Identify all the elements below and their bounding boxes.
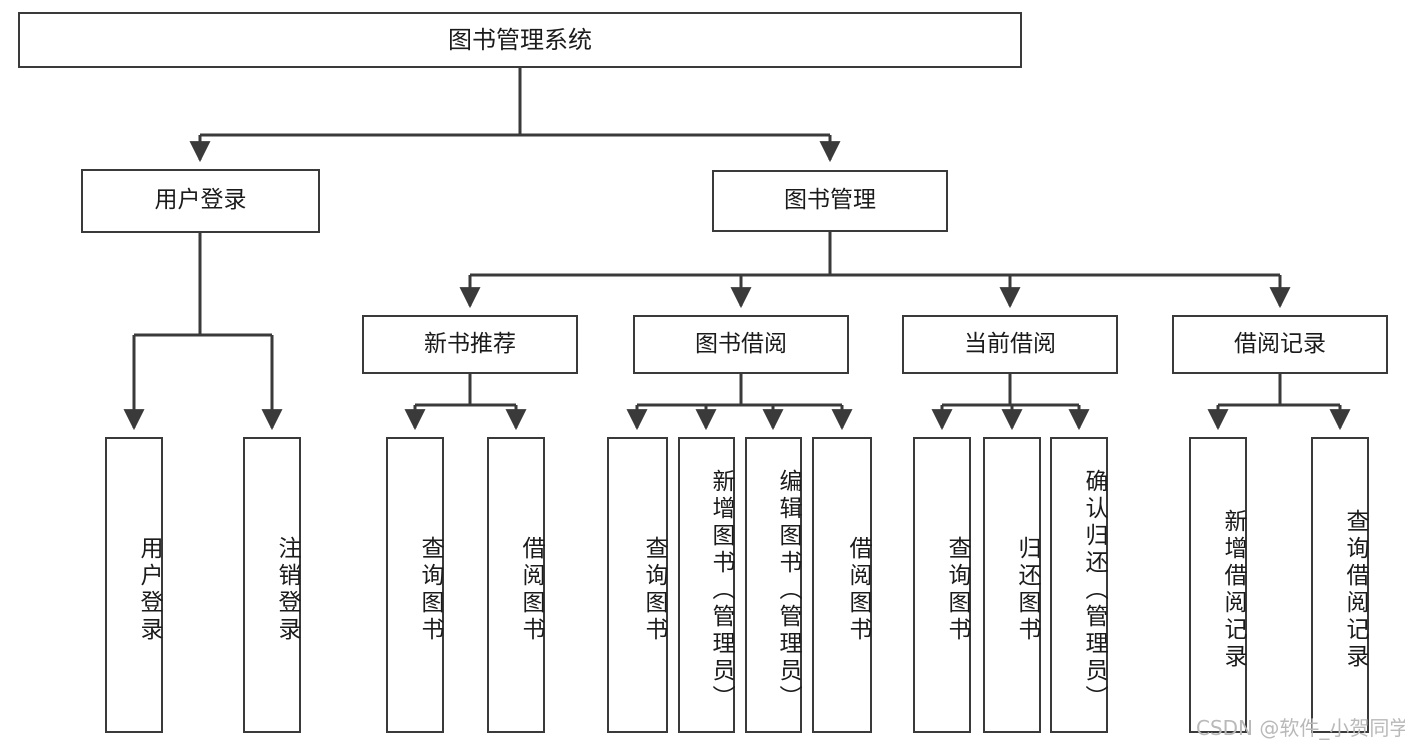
node-leaf-borrow-book-2[interactable]: 借阅图书 <box>812 437 872 733</box>
node-leaf-query-book-2[interactable]: 查询图书 <box>607 437 668 733</box>
node-leaf-borrow-book-1[interactable]: 借阅图书 <box>487 437 545 733</box>
node-current-borrow[interactable]: 当前借阅 <box>902 315 1118 374</box>
node-book-management[interactable]: 图书管理 <box>712 170 948 232</box>
node-leaf-edit-book[interactable]: 编辑图书（管理员） <box>745 437 802 733</box>
node-leaf-return-book[interactable]: 归还图书 <box>983 437 1041 733</box>
node-new-book-recommend[interactable]: 新书推荐 <box>362 315 578 374</box>
node-borrow-record[interactable]: 借阅记录 <box>1172 315 1388 374</box>
node-leaf-query-book-3[interactable]: 查询图书 <box>913 437 971 733</box>
node-leaf-query-book-1[interactable]: 查询图书 <box>386 437 444 733</box>
csdn-watermark: CSDN @软件_小贺同学 <box>1196 716 1405 740</box>
node-user-login[interactable]: 用户登录 <box>81 169 320 233</box>
node-leaf-add-record[interactable]: 新增借阅记录 <box>1189 437 1247 733</box>
node-leaf-add-book[interactable]: 新增图书（管理员） <box>678 437 735 733</box>
node-leaf-logout[interactable]: 注销登录 <box>243 437 301 733</box>
node-book-borrow[interactable]: 图书借阅 <box>633 315 849 374</box>
node-root[interactable]: 图书管理系统 <box>18 12 1022 68</box>
node-leaf-confirm-return[interactable]: 确认归还（管理员） <box>1050 437 1108 733</box>
node-leaf-query-record[interactable]: 查询借阅记录 <box>1311 437 1369 733</box>
node-leaf-user-login[interactable]: 用户登录 <box>105 437 163 733</box>
